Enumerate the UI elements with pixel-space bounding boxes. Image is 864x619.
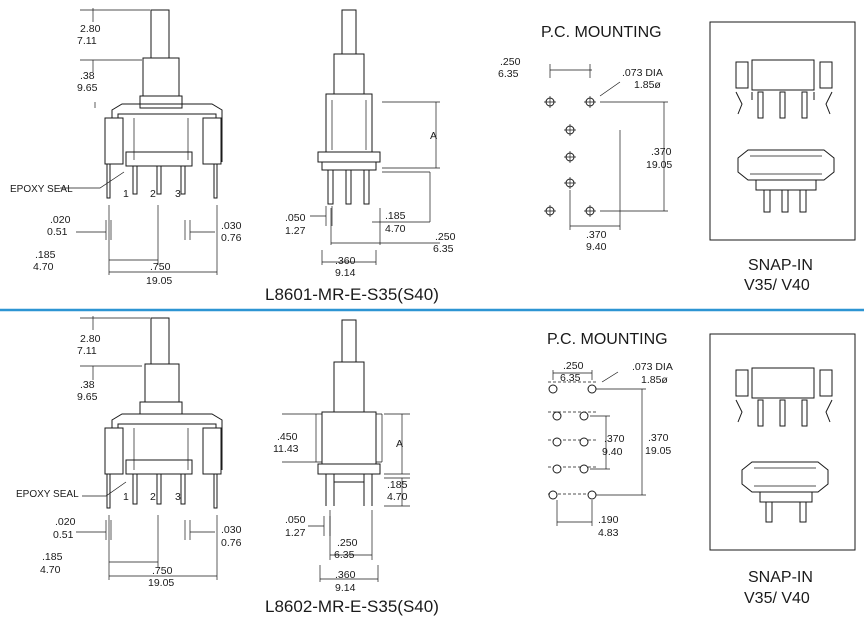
pcb-dim-370b-mm: 19.05 (645, 445, 671, 457)
dim-450-mm: 11.43 (273, 443, 299, 455)
pcb-mounting-title: P.C. MOUNTING (541, 24, 662, 41)
dim-020-mm: 0.51 (47, 226, 68, 238)
dim-750-mm: 19.05 (148, 577, 174, 589)
dim-750-mm: 19.05 (146, 275, 172, 287)
pcb-dia-mm: 1.85ø (641, 374, 668, 386)
snapin-label-top-1: SNAP-IN (748, 257, 813, 274)
dim-050-mm: 1.27 (285, 527, 306, 539)
snapin-label-bottom-1: SNAP-IN (748, 569, 813, 586)
top-side-view: 2.80 7.11 .38 9.65 EPOXY SEAL 1 2 3 .020… (10, 8, 242, 287)
pcb-dia-in: .073 DIA (632, 361, 673, 373)
dim-050-in: .050 (285, 212, 306, 224)
dim-030-mm: 0.76 (221, 232, 242, 244)
dim-360-in: .360 (335, 255, 356, 267)
dim-38-mm: 9.65 (77, 391, 98, 403)
snapin-label-bottom-2: V35/ V40 (744, 590, 810, 607)
pcb-dim-370v-in: .370 (651, 146, 672, 158)
dim-a: A (430, 130, 437, 142)
dim-185-in: .185 (35, 249, 56, 261)
epoxy-seal-label: EPOXY SEAL (10, 184, 73, 195)
bottom-snapin-box (709, 333, 856, 551)
pcb-dia-mm: 1.85ø (634, 79, 661, 91)
dim-185-mm: 4.70 (40, 564, 61, 576)
dim-030-mm: 0.76 (221, 537, 242, 549)
dim-185-mm: 4.70 (33, 261, 54, 273)
pcb-dim-250-mm: 6.35 (498, 68, 519, 80)
dim-250-in: .250 (337, 537, 358, 549)
pcb-dia-in: .073 DIA (622, 67, 663, 79)
pcb-dim-190-mm: 4.83 (598, 527, 619, 539)
pin-2-label: 2 (150, 188, 156, 200)
dim-185-in: .185 (387, 479, 408, 491)
dim-360-in: .360 (335, 569, 356, 581)
dim-030-in: .030 (221, 524, 242, 536)
bottom-front-view: A .450 11.43 .185 4.70 .050 1.27 .250 6.… (273, 319, 410, 594)
bottom-side-view: 2.80 7.11 .38 9.65 EPOXY SEAL 1 2 3 .020… (16, 316, 242, 589)
dim-280-in: 2.80 (80, 23, 101, 35)
snapin-label-top-2: V35/ V40 (744, 277, 810, 294)
pin-3-label: 3 (175, 491, 181, 503)
epoxy-seal-label: EPOXY SEAL (16, 489, 79, 500)
dim-38-mm: 9.65 (77, 82, 98, 94)
dim-185-mm: 4.70 (387, 491, 408, 503)
pcb-dim-370a-mm: 9.40 (602, 446, 623, 458)
pcb-dim-370a-in: .370 (604, 433, 625, 445)
pcb-dim-250-mm: 6.35 (560, 372, 581, 384)
dim-050-mm: 1.27 (285, 225, 306, 237)
dim-250-mm: 6.35 (433, 243, 454, 255)
dim-020-mm: 0.51 (53, 529, 74, 541)
pcb-dim-250-in: .250 (500, 56, 521, 68)
dim-750-in: .750 (152, 565, 173, 577)
dim-050-in: .050 (285, 514, 306, 526)
dim-a: A (396, 438, 403, 450)
dim-38-in: .38 (80, 70, 95, 82)
pcb-dim-370v-mm: 19.05 (646, 159, 672, 171)
model-number-top: L8601-MR-E-S35(S40) (265, 285, 439, 304)
dim-280-in: 2.80 (80, 333, 101, 345)
top-front-view: A .050 1.27 .185 4.70 .250 6.35 .360 9.1… (285, 9, 456, 279)
pin-2-label: 2 (150, 491, 156, 503)
top-pcb-mounting: P.C. MOUNTING .250 6.35 .073 DIA 1.85ø .… (498, 24, 672, 253)
pcb-dim-250-in: .250 (563, 360, 584, 372)
dim-185-mm: 4.70 (385, 223, 406, 235)
dim-450-in: .450 (277, 431, 298, 443)
pin-1-label: 1 (123, 491, 129, 503)
dim-250-mm: 6.35 (334, 549, 355, 561)
dim-280-mm: 7.11 (77, 345, 97, 357)
dim-185-in: .185 (385, 210, 406, 222)
dim-250-in: .250 (435, 231, 456, 243)
pcb-dim-370b-in: .370 (648, 432, 669, 444)
dim-280-mm: 7.11 (77, 35, 97, 47)
dim-750-in: .750 (150, 261, 171, 273)
dim-030-in: .030 (221, 220, 242, 232)
pcb-dim-370h-mm: 9.40 (586, 241, 607, 253)
dim-020-in: .020 (50, 214, 71, 226)
pin-1-label: 1 (123, 188, 129, 200)
bottom-pcb-mounting: P.C. MOUNTING .250 6.35 .073 DIA 1.85ø .… (547, 331, 673, 539)
top-snapin-box (709, 21, 856, 241)
dim-185-in: .185 (42, 551, 63, 563)
pcb-dim-190-in: .190 (598, 514, 619, 526)
model-number-bottom: L8602-MR-E-S35(S40) (265, 597, 439, 616)
pcb-dim-370h-in: .370 (586, 229, 607, 241)
dim-360-mm: 9.14 (335, 267, 356, 279)
pcb-mounting-title: P.C. MOUNTING (547, 331, 668, 348)
dim-360-mm: 9.14 (335, 582, 356, 594)
dim-38-in: .38 (80, 379, 95, 391)
dim-020-in: .020 (55, 516, 76, 528)
pin-3-label: 3 (175, 188, 181, 200)
